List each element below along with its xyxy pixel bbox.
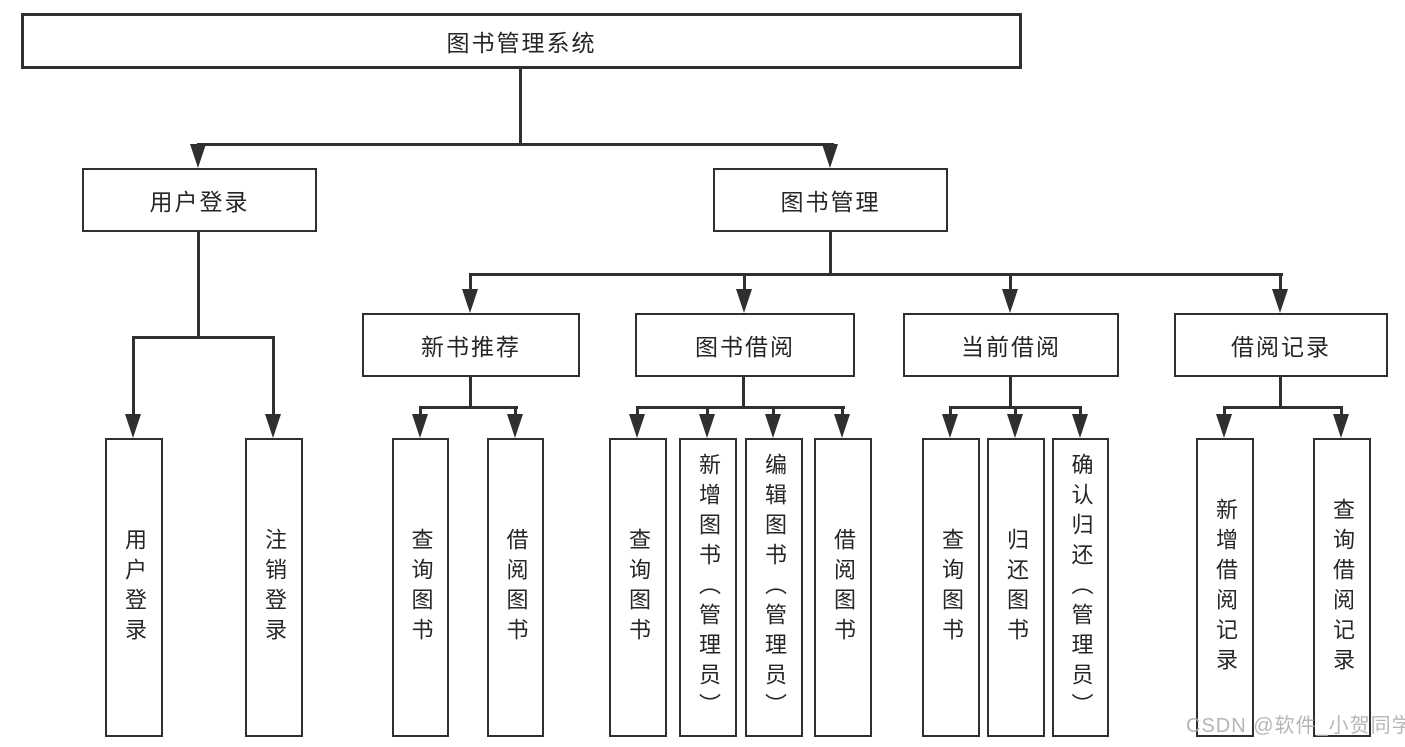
arrow-down-icon — [834, 414, 850, 438]
connector-line — [469, 273, 472, 291]
connector-line — [772, 406, 775, 418]
connector-line — [636, 406, 845, 409]
node-current-borrow: 当前借阅 — [903, 313, 1119, 377]
connector-line — [469, 273, 1283, 276]
connector-line — [1009, 273, 1012, 291]
arrow-down-icon — [1072, 414, 1088, 438]
connector-line — [132, 336, 275, 339]
arrow-down-icon — [736, 289, 752, 313]
node-borrow-records: 借阅记录 — [1174, 313, 1388, 377]
connector-line — [829, 232, 832, 276]
arrow-down-icon — [507, 414, 523, 438]
arrow-down-icon — [629, 414, 645, 438]
leaf-user-login: 用户登录 — [105, 438, 163, 737]
arrow-down-icon — [412, 414, 428, 438]
node-label: 新书推荐 — [421, 334, 521, 360]
arrow-down-icon — [1216, 414, 1232, 438]
connector-line — [1279, 273, 1282, 291]
leaf-label: 查询图书 — [939, 527, 964, 648]
node-book-management: 图书管理 — [713, 168, 948, 232]
node-label: 图书借阅 — [695, 334, 795, 360]
connector-line — [419, 406, 518, 409]
connector-line — [706, 406, 709, 418]
leaf-confirm-return-admin: 确认归还（管理员） — [1052, 438, 1109, 737]
leaf-label: 借阅图书 — [503, 527, 529, 648]
leaf-label: 编辑图书（管理员） — [762, 452, 787, 723]
leaf-label: 用户登录 — [122, 527, 147, 648]
node-book-borrow: 图书借阅 — [635, 313, 855, 377]
leaf-add-book-admin: 新增图书（管理员） — [679, 438, 737, 737]
leaf-label: 新增图书（管理员） — [696, 452, 721, 723]
leaf-label: 归还图书 — [1004, 527, 1029, 648]
connector-line — [742, 377, 745, 408]
node-label: 当前借阅 — [961, 334, 1061, 360]
connector-line — [1279, 377, 1282, 408]
connector-line — [1009, 377, 1012, 408]
arrow-down-icon — [765, 414, 781, 438]
node-label: 借阅记录 — [1231, 334, 1331, 360]
node-label: 用户登录 — [149, 189, 250, 215]
leaf-label: 注销登录 — [262, 527, 287, 648]
connector-line — [132, 336, 135, 416]
arrow-down-icon — [1007, 414, 1023, 438]
arrow-down-icon — [699, 414, 715, 438]
connector-line — [197, 232, 200, 339]
leaf-query-books-current: 查询图书 — [922, 438, 980, 737]
connector-line — [1340, 406, 1343, 418]
leaf-label: 查询图书 — [626, 527, 651, 648]
node-new-book-recommend: 新书推荐 — [362, 313, 580, 377]
connector-line — [419, 406, 422, 418]
leaf-label: 新增借阅记录 — [1213, 497, 1238, 678]
connector-line — [841, 406, 844, 418]
arrow-down-icon — [462, 289, 478, 313]
connector-line — [197, 143, 834, 146]
leaf-return-book: 归还图书 — [987, 438, 1045, 737]
leaf-borrow-books-newbook: 借阅图书 — [487, 438, 544, 737]
leaf-query-books-borrow: 查询图书 — [609, 438, 667, 737]
connector-line — [514, 406, 517, 418]
connector-line — [1079, 406, 1082, 418]
leaf-query-books-newbook: 查询图书 — [392, 438, 449, 737]
connector-line — [272, 336, 275, 416]
node-library-management-system: 图书管理系统 — [21, 13, 1022, 69]
watermark: CSDN @软件_小贺同学 — [1186, 715, 1405, 737]
leaf-label: 借阅图书 — [831, 527, 856, 648]
node-user-login: 用户登录 — [82, 168, 317, 232]
connector-line — [469, 377, 472, 408]
leaf-logout: 注销登录 — [245, 438, 303, 737]
leaf-label: 确认归还（管理员） — [1068, 452, 1094, 723]
connector-line — [1223, 406, 1343, 409]
arrow-down-icon — [822, 144, 838, 168]
leaf-add-borrow-record: 新增借阅记录 — [1196, 438, 1254, 737]
connector-line — [1014, 406, 1017, 418]
connector-line — [636, 406, 639, 418]
connector-line — [743, 273, 746, 291]
connector-line — [949, 406, 952, 418]
arrow-down-icon — [942, 414, 958, 438]
arrow-down-icon — [265, 414, 281, 438]
leaf-label: 查询图书 — [408, 527, 434, 648]
connector-line — [519, 69, 522, 146]
leaf-label: 查询借阅记录 — [1330, 497, 1355, 678]
leaf-borrow-books-borrow: 借阅图书 — [814, 438, 872, 737]
node-label: 图书管理系统 — [446, 30, 597, 56]
arrow-down-icon — [190, 144, 206, 168]
node-label: 图书管理 — [780, 189, 881, 215]
leaf-edit-book-admin: 编辑图书（管理员） — [745, 438, 803, 737]
arrow-down-icon — [125, 414, 141, 438]
arrow-down-icon — [1333, 414, 1349, 438]
arrow-down-icon — [1272, 289, 1288, 313]
leaf-query-borrow-record: 查询借阅记录 — [1313, 438, 1371, 737]
arrow-down-icon — [1002, 289, 1018, 313]
connector-line — [1223, 406, 1226, 418]
